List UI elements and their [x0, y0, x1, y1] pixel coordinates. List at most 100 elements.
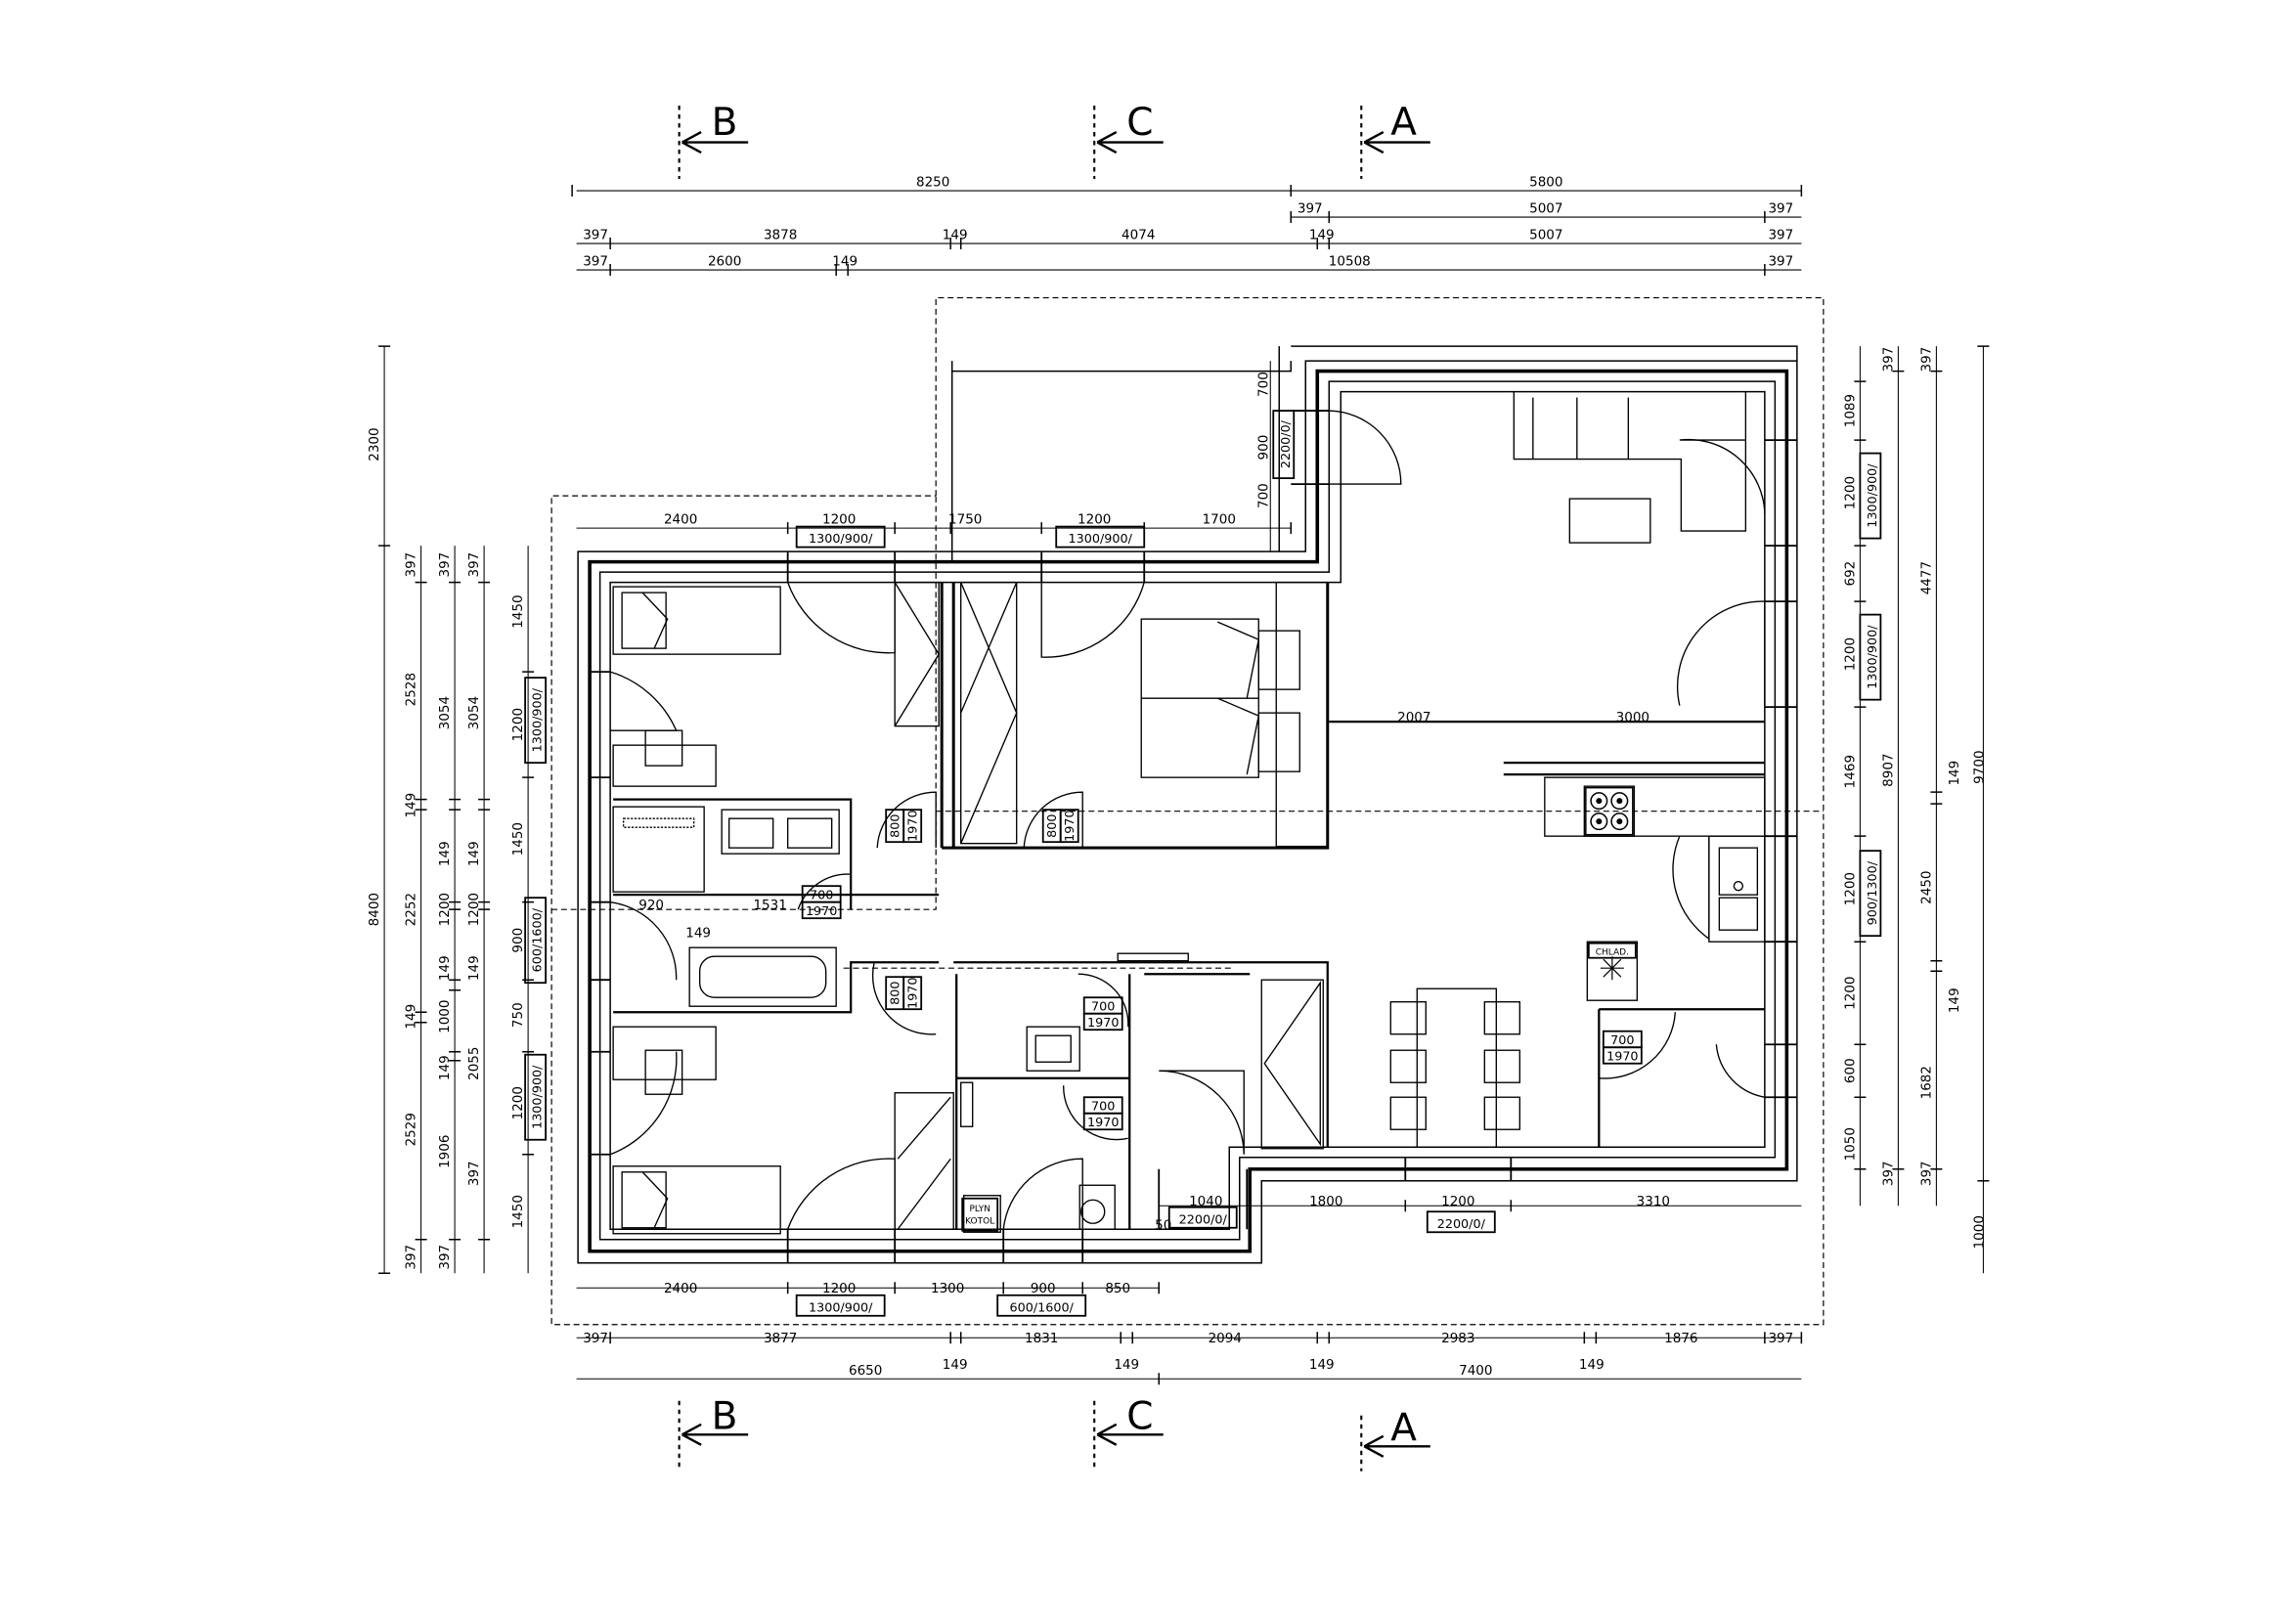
dim-text: 1200 — [510, 1086, 526, 1119]
dim-text: 1531 — [753, 898, 786, 913]
door-height-label: 1970 — [806, 904, 837, 919]
door-height-label: 1970 — [906, 977, 921, 1008]
dim-text: 2055 — [466, 1047, 482, 1080]
dim-text: 5007 — [1529, 228, 1562, 243]
dim-text: 397 — [583, 254, 608, 270]
dim-text: 900 — [1255, 435, 1271, 461]
dim-text: 600 — [1842, 1058, 1858, 1083]
dim-text: 5007 — [1529, 201, 1562, 217]
door-height-label: 1970 — [906, 810, 921, 841]
dim-text: 149 — [1114, 1357, 1139, 1373]
dim-text: 5800 — [1529, 175, 1562, 191]
dim-text: 1200 — [1842, 637, 1858, 671]
dim-text: 1450 — [510, 594, 526, 628]
dim-text: 149 — [404, 1004, 419, 1030]
dim-text: 1040 — [1189, 1194, 1222, 1209]
dim-text: 397 — [466, 1161, 482, 1186]
dim-text: 149 — [1947, 988, 1962, 1013]
dim-text: 1200 — [466, 893, 482, 926]
section-label-c-bottom: C — [1126, 1394, 1153, 1438]
dim-text: 1000 — [437, 1000, 453, 1033]
dim-text: 1682 — [1918, 1066, 1934, 1099]
dim-text: 149 — [437, 841, 453, 866]
dim-text: 397 — [1297, 201, 1323, 217]
dim-text: 149 — [466, 841, 482, 866]
dim-text: 2300 — [367, 427, 382, 461]
door-width-label: 700 — [1610, 1033, 1634, 1048]
section-markers — [678, 106, 1430, 1471]
section-label-b-top: B — [712, 101, 738, 145]
dim-text: 850 — [1105, 1281, 1130, 1296]
dim-text: 397 — [583, 1331, 608, 1346]
dim-text: 397 — [1880, 1161, 1896, 1186]
dim-text: 149 — [404, 793, 419, 818]
section-label-c-top: C — [1126, 101, 1153, 145]
dim-text: 2094 — [1209, 1331, 1242, 1346]
dim-text: 397 — [466, 552, 482, 578]
dim-text: 397 — [404, 1245, 419, 1270]
window-tag-label: 1300/900/ — [1866, 625, 1880, 689]
door-height-label: 1970 — [1063, 810, 1078, 841]
door-width-label: 700 — [1091, 1000, 1115, 1015]
dim-text: 1450 — [510, 1195, 526, 1228]
door-tag-label: 2200/0/ — [1179, 1212, 1228, 1227]
dim-text: 3877 — [764, 1331, 797, 1346]
dim-text: 3054 — [466, 696, 482, 729]
dim-text: 397 — [1918, 1161, 1934, 1186]
dim-text: 1089 — [1842, 394, 1858, 427]
dim-text: 149 — [1947, 761, 1962, 786]
dim-text: 1750 — [948, 512, 982, 528]
window-tag-label: 1300/900/ — [1069, 532, 1133, 547]
dim-text: 397 — [1768, 1331, 1793, 1346]
section-label-a-top: A — [1390, 101, 1417, 145]
dim-text: 8250 — [916, 175, 949, 191]
door-width-label: 800 — [889, 982, 903, 1005]
dim-text: 149 — [943, 1357, 968, 1373]
dim-text: 1800 — [1309, 1194, 1342, 1209]
dim-text: 1200 — [822, 1281, 856, 1296]
dim-text: 2528 — [404, 673, 419, 706]
window-tag-label: 1300/900/ — [1866, 463, 1880, 528]
dimension-lines — [378, 185, 1990, 1385]
dim-text: 8907 — [1880, 753, 1896, 786]
dim-text: 1700 — [1203, 512, 1236, 528]
dim-text: 149 — [685, 926, 711, 942]
dim-text: 1831 — [1025, 1331, 1058, 1346]
dim-text: 2252 — [404, 893, 419, 926]
dim-text: 4074 — [1122, 228, 1155, 243]
dim-text: 397 — [404, 552, 419, 578]
dim-text: 149 — [832, 254, 858, 270]
door-width-label: 700 — [1091, 1100, 1115, 1115]
dim-text: 8400 — [367, 893, 382, 926]
dim-text: 2529 — [404, 1113, 419, 1146]
window-tag-label: 1300/900/ — [531, 1065, 546, 1129]
section-label-b-bottom: B — [712, 1394, 738, 1438]
dim-text: 1200 — [1842, 476, 1858, 509]
opening-tags — [524, 410, 1882, 1317]
window-tag-label: 600/1600/ — [1010, 1300, 1075, 1315]
dim-text: 900 — [1031, 1281, 1056, 1296]
dim-text: 149 — [1309, 1357, 1335, 1373]
dim-text: 1906 — [437, 1135, 453, 1168]
dim-text: 1876 — [1664, 1331, 1697, 1346]
dim-text: 1469 — [1842, 755, 1858, 788]
dim-text: 920 — [638, 898, 664, 913]
dim-text: 397 — [1768, 228, 1793, 243]
dim-text: 1200 — [1078, 512, 1111, 528]
door-height-label: 1970 — [1606, 1050, 1638, 1065]
dim-text: 397 — [1918, 347, 1934, 373]
section-label-a-bottom: A — [1390, 1406, 1417, 1450]
dim-text: 2450 — [1918, 871, 1934, 904]
dim-text: 3310 — [1637, 1194, 1670, 1209]
dim-text: 2400 — [664, 1281, 697, 1296]
dim-text: 149 — [1579, 1357, 1605, 1373]
dim-text: 10508 — [1329, 254, 1371, 270]
dim-text: 1300 — [931, 1281, 964, 1296]
dim-text: 1000 — [1971, 1215, 1987, 1249]
furniture — [612, 391, 1766, 1235]
roof-outline — [550, 296, 1825, 1326]
dim-text: 397 — [583, 228, 608, 243]
dim-text: 750 — [510, 1002, 526, 1028]
dim-text: 149 — [437, 955, 453, 981]
